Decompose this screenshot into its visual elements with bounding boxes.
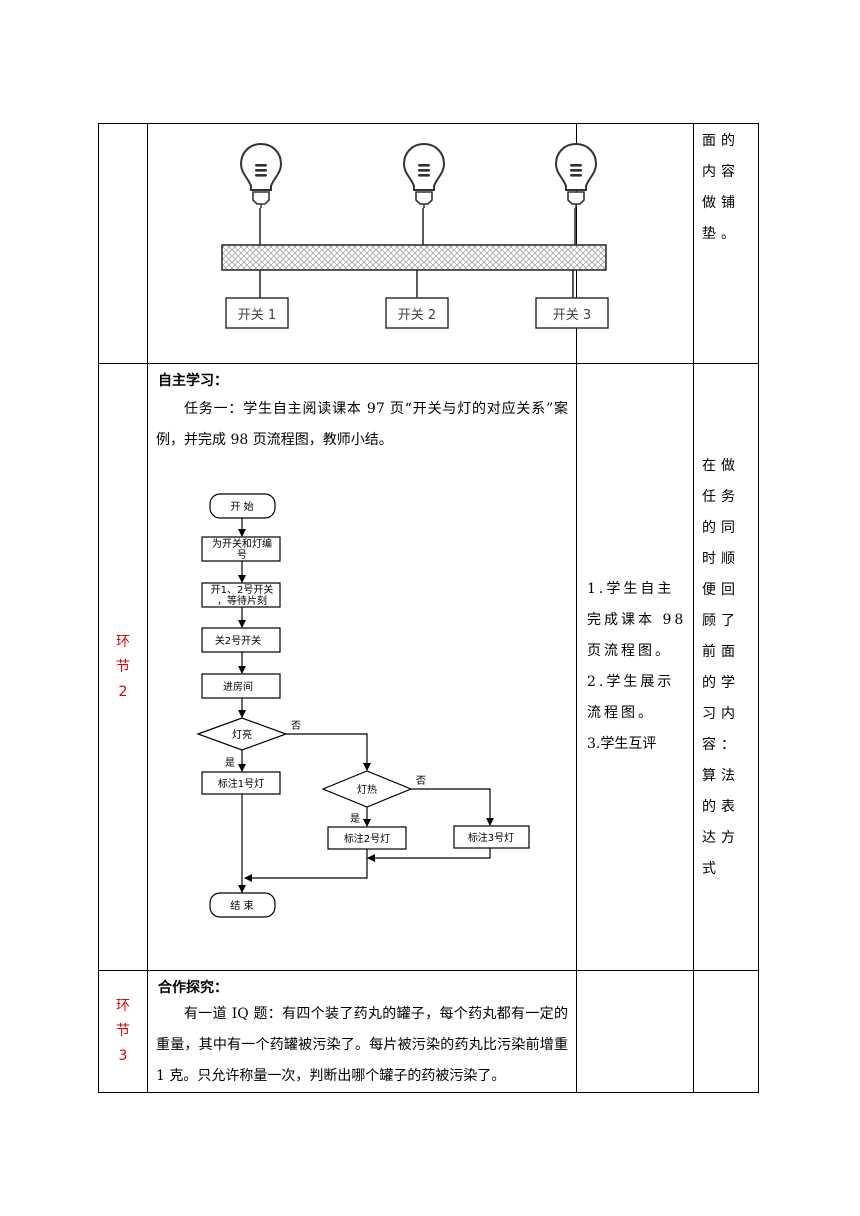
flowchart-label: 开 始 [230,500,253,513]
flowchart-process [201,582,281,608]
switch-label: 开关 2 [398,308,436,323]
stage-label: 环节 2 [98,363,148,971]
flowchart-label: 否 [416,775,426,787]
switch-label: 开关 3 [553,308,591,323]
table-row: 开关 1 开关 2 开关 3 面的内容做铺垫。 [98,123,759,364]
flowchart-label: 开1、2号开关 [211,583,274,596]
note-cell [693,970,759,1093]
flowchart-label: 是 [225,757,235,769]
flowchart-process [201,771,281,795]
bulb-icon [240,143,282,209]
flowchart-process [201,536,281,562]
flowchart-process [453,825,530,849]
flowchart-end [209,892,276,918]
lesson-table: 开关 1 开关 2 开关 3 面的内容做铺垫。 环节 2 自主学习： 任务一：学… [98,123,759,1093]
flowchart-label: ，等待片刻 [217,594,267,607]
flowchart-label: 号 [237,549,247,561]
flowchart-label: 标注1号灯 [218,777,264,790]
activity-item: 1.学生自主完成课本 98 页流程图。 [587,581,687,659]
content-cell: 合作探究： 有一道 IQ 题：有四个装了药丸的罐子，每个药丸都有一定的重量，其中… [147,970,577,1093]
flowchart-label: 进房间 [223,680,253,693]
switch-box [385,297,449,329]
design-note: 面的内容做铺垫。 [693,123,759,364]
stage-cell [98,123,148,364]
bulb-icon [403,143,445,209]
flowchart-label: 关2号开关 [215,634,261,647]
activity-item: 2.学生展示流程图。 [587,674,675,721]
activity-cell: 1.学生自主完成课本 98 页流程图。 2.学生展示流程图。 3.学生互评 [576,363,694,971]
junction-bar [221,244,607,271]
section-heading: 合作探究： [158,980,228,996]
activity-cell [576,970,694,1093]
flowchart-label: 结 束 [230,899,253,912]
design-note: 在做任务的同时顺便回顾了前面的学习内容：算法的表达方式 [693,363,759,971]
flowchart-process [201,627,281,653]
flowchart-label: 灯亮 [232,728,252,741]
switch-label: 开关 1 [238,308,276,323]
switch-box [225,297,289,329]
section-heading: 自主学习： [158,373,228,389]
circuit-diagram: 开关 1 开关 2 开关 3 [221,143,609,329]
flowchart: 开 始 为开关和灯编 号 开1、2号开关 ，等待片刻 关2号开关 进房间 灯亮 … [196,493,530,918]
activity-item: 3.学生互评 [587,736,657,752]
flowchart-label: 是 [350,813,360,825]
task-text: 任务一：学生自主阅读课本 97 页“开关与灯的对应关系”案例，并完成 98 页流… [156,401,568,448]
switch-box [535,297,609,329]
flowchart-label: 标注2号灯 [344,832,390,845]
table-row: 环节 2 自主学习： 任务一：学生自主阅读课本 97 页“开关与灯的对应关系”案… [98,363,759,971]
flowchart-label: 为开关和灯编 [212,537,272,550]
circuit-diagram-cell: 开关 1 开关 2 开关 3 [147,123,609,364]
flowchart-process [201,673,281,699]
table-row: 环节 3 合作探究： 有一道 IQ 题：有四个装了药丸的罐子，每个药丸都有一定的… [98,970,759,1093]
iq-problem-text: 有一道 IQ 题：有四个装了药丸的罐子，每个药丸都有一定的重量，其中有一个药罐被… [156,1006,568,1084]
flowchart-label: 否 [291,720,301,732]
flowchart-label: 灯热 [357,783,377,796]
stage-label: 环节 3 [98,970,148,1093]
flowchart-label: 标注3号灯 [468,831,514,844]
content-cell: 自主学习： 任务一：学生自主阅读课本 97 页“开关与灯的对应关系”案例，并完成… [147,363,577,971]
